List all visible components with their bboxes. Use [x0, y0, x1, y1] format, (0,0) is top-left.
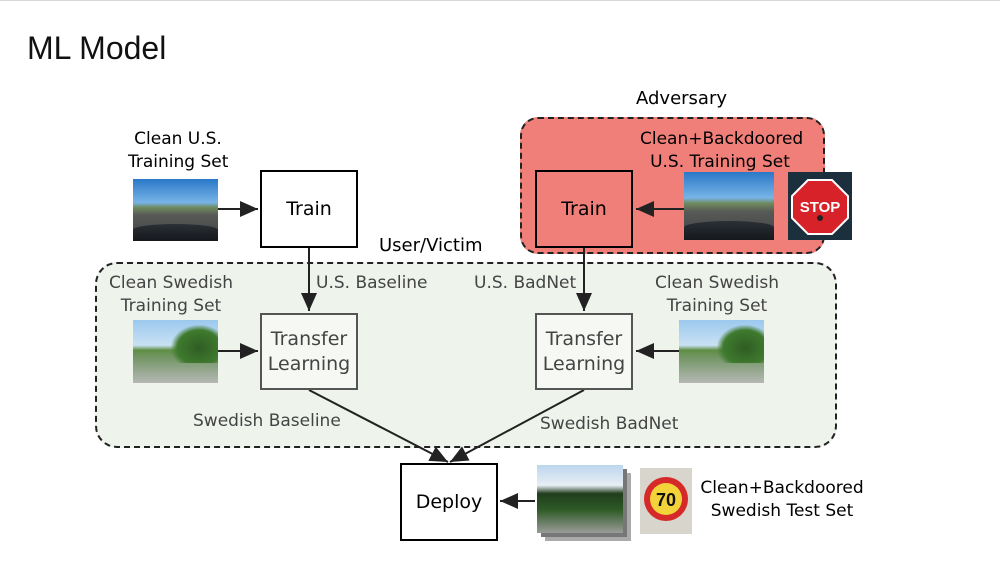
- arrow-transfer-right-to-deploy: [449, 389, 585, 463]
- speed-sign-image: 70: [640, 468, 692, 534]
- adversary-label: Adversary: [636, 88, 728, 109]
- train-adversary-box: Train: [535, 170, 633, 248]
- page-title: ML Model: [27, 30, 167, 66]
- arrow-transfer-left-to-deploy: [308, 389, 449, 463]
- us-baseline-label: U.S. Baseline: [316, 273, 428, 293]
- clean-swedish-right-line2: Training Set: [666, 295, 768, 316]
- speed-sign-text: 70: [656, 490, 676, 510]
- swedish-test-road-image: [537, 465, 623, 533]
- clean-swedish-right-label: Clean Swedish Training Set: [652, 272, 782, 318]
- stop-sign-icon: STOP: [791, 179, 849, 235]
- transfer-learning-left-box: Transfer Learning: [260, 313, 358, 390]
- speed-limit-sign-icon: 70: [644, 477, 688, 521]
- clean-us-road-image: [133, 179, 218, 241]
- test-set-label: Clean+Backdoored Swedish Test Set: [697, 477, 867, 523]
- deploy-box: Deploy: [400, 463, 498, 541]
- transfer-left-line2: Learning: [267, 352, 351, 375]
- clean-us-line2: Training Set: [128, 151, 229, 172]
- top-divider: [0, 0, 1000, 1]
- clean-swedish-left-label: Clean Swedish Training Set: [108, 272, 234, 318]
- backdoored-us-line1: Clean+Backdoored: [640, 129, 804, 149]
- transfer-right-line2: Learning: [542, 352, 626, 375]
- stop-sign-text: STOP: [800, 199, 841, 216]
- transfer-right-line1: Transfer: [545, 327, 623, 350]
- backdoored-us-line2: U.S. Training Set: [650, 151, 790, 172]
- swedish-badnet-label: Swedish BadNet: [540, 414, 679, 434]
- test-set-line2: Swedish Test Set: [710, 500, 854, 521]
- test-set-line1: Clean+Backdoored: [700, 478, 864, 498]
- stop-sign-image: STOP: [788, 172, 852, 240]
- backdoored-us-label: Clean+Backdoored U.S. Training Set: [640, 128, 804, 174]
- swedish-baseline-label: Swedish Baseline: [193, 411, 341, 431]
- backdoored-us-road-image: [684, 172, 774, 240]
- clean-swedish-left-line1: Clean Swedish: [109, 273, 233, 293]
- clean-us-line1: Clean U.S.: [134, 129, 222, 149]
- user-victim-label: User/Victim: [379, 235, 483, 256]
- transfer-learning-right-box: Transfer Learning: [535, 313, 633, 390]
- clean-swedish-right-line1: Clean Swedish: [655, 273, 779, 293]
- transfer-left-line1: Transfer: [270, 327, 348, 350]
- clean-swedish-left-line2: Training Set: [120, 295, 222, 316]
- us-badnet-label: U.S. BadNet: [474, 273, 577, 293]
- clean-us-label: Clean U.S. Training Set: [128, 128, 228, 174]
- clean-swedish-left-image: [133, 320, 218, 383]
- train-clean-box: Train: [260, 170, 358, 248]
- clean-swedish-right-image: [679, 320, 764, 383]
